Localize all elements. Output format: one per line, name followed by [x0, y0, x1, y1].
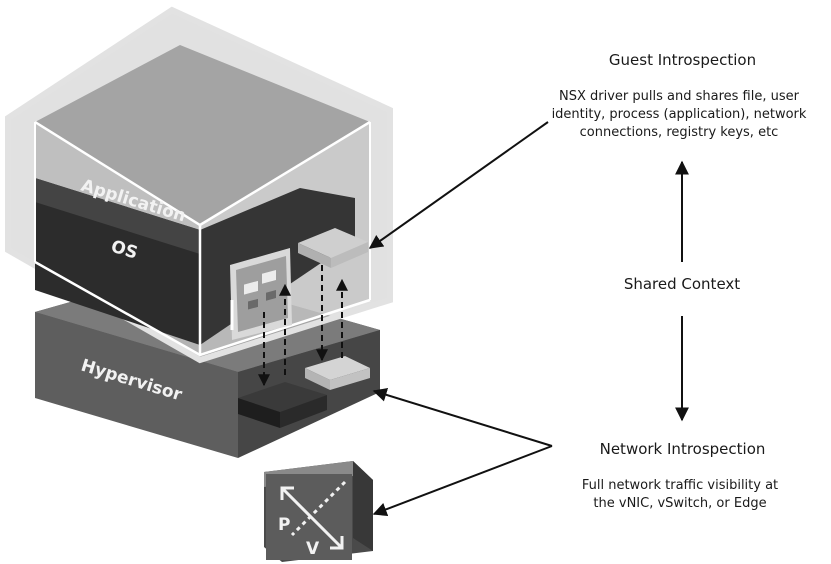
- hypervisor-module: [238, 382, 327, 428]
- switch-v-label: V: [306, 539, 320, 559]
- network-introspection-hypervisor-arrow: [372, 388, 553, 447]
- dashed-arrows: [258, 265, 348, 387]
- network-introspection-description: Full network traffic visibility at the v…: [550, 477, 810, 513]
- guest-introspection-title: Guest Introspection: [608, 51, 757, 69]
- guest-module: [298, 228, 368, 268]
- shared-context-label: Shared Context: [623, 275, 741, 293]
- nsx-driver-board-icon: [230, 248, 292, 340]
- vm-cube-edges: [34, 120, 371, 357]
- guest-introspection-description: NSX driver pulls and shares file, user i…: [530, 88, 828, 142]
- connector-arrows: [368, 121, 689, 517]
- guest-introspection-line-3: connections, registry keys, etc: [579, 125, 779, 140]
- hypervisor-light-module: [305, 356, 370, 390]
- network-introspection-switch-arrow: [372, 445, 553, 517]
- guest-introspection-arrow: [368, 121, 549, 249]
- network-introspection-line-2: the vNIC, vSwitch, or Edge: [593, 496, 767, 511]
- network-introspection-line-1: Full network traffic visibility at: [581, 478, 779, 493]
- guest-introspection-line-1: NSX driver pulls and shares file, user: [559, 89, 799, 104]
- switch-p-label: P: [278, 515, 290, 535]
- vswitch-icon: P V: [264, 461, 373, 562]
- guest-introspection-line-2: identity, process (application), network: [551, 107, 807, 122]
- network-introspection-title: Network Introspection: [599, 440, 766, 458]
